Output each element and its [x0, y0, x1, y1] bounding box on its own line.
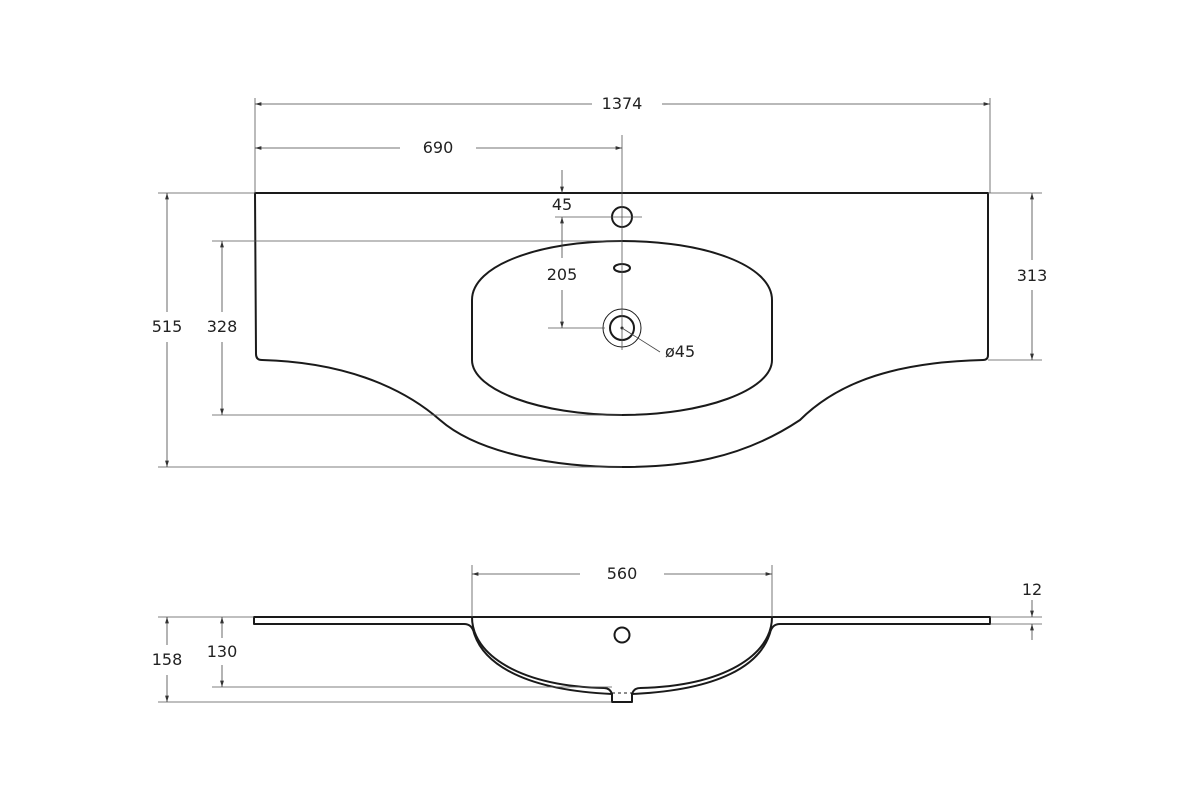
- side-bowl-inner: [471, 616, 773, 695]
- label-tap-to-drain: 205: [547, 265, 578, 284]
- side-view: 560 12 158 130: [152, 564, 1042, 703]
- label-bowl-width: 560: [607, 564, 638, 583]
- top-view: 1374 690 45 205 ø45 515 328 313: [152, 94, 1048, 468]
- side-overflow-hole: [613, 626, 631, 644]
- label-slab-thickness: 12: [1022, 580, 1042, 599]
- label-tap-from-edge: 45: [552, 195, 572, 214]
- label-side-depth: 313: [1017, 266, 1048, 285]
- side-outline: [253, 616, 991, 703]
- label-overall-depth: 515: [152, 317, 183, 336]
- drain-leader: [621, 327, 661, 353]
- label-total-height: 158: [152, 650, 183, 669]
- label-bowl-height: 130: [207, 642, 238, 661]
- label-bowl-depth: 328: [207, 317, 238, 336]
- label-overall-width: 1374: [602, 94, 643, 113]
- label-tap-offset: 690: [423, 138, 454, 157]
- countertop-outline: [254, 192, 989, 468]
- label-drain-diameter: ø45: [665, 342, 695, 361]
- bowl-outline: [471, 240, 773, 416]
